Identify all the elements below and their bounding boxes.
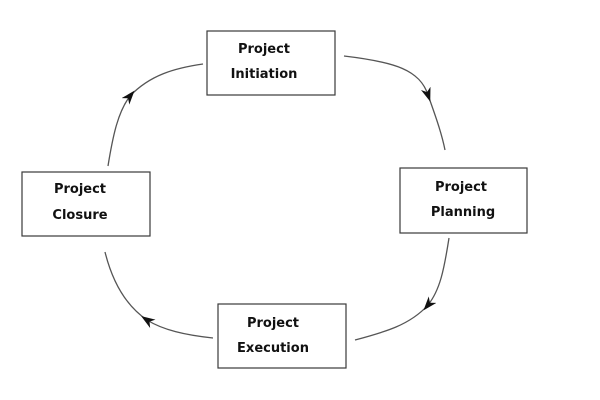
node-label-closure-line1: Project [54,182,106,197]
node-box-planning [399,167,528,234]
node-label-execution-line2: Execution [237,341,309,356]
node-label-closure-line2: Closure [52,208,107,223]
node-label-execution-line1: Project [247,316,299,331]
node-box-initiation [206,30,336,96]
node-label-initiation-line2: Initiation [231,67,298,82]
arrow-closure-to-initiation [107,63,204,167]
node-box-closure [21,171,151,237]
node-label-initiation-line1: Project [238,42,290,57]
node-project-execution: Project Execution [217,303,347,369]
node-project-planning: Project Planning [399,167,528,234]
node-box-execution [217,303,347,369]
arrow-execution-to-closure [104,251,214,339]
arrow-planning-to-execution [354,237,450,341]
node-label-planning-line1: Project [435,180,487,195]
arrow-initiation-to-planning [343,55,446,151]
node-project-closure: Project Closure [21,171,151,237]
node-project-initiation: Project Initiation [206,30,336,96]
node-label-planning-line2: Planning [431,205,495,220]
